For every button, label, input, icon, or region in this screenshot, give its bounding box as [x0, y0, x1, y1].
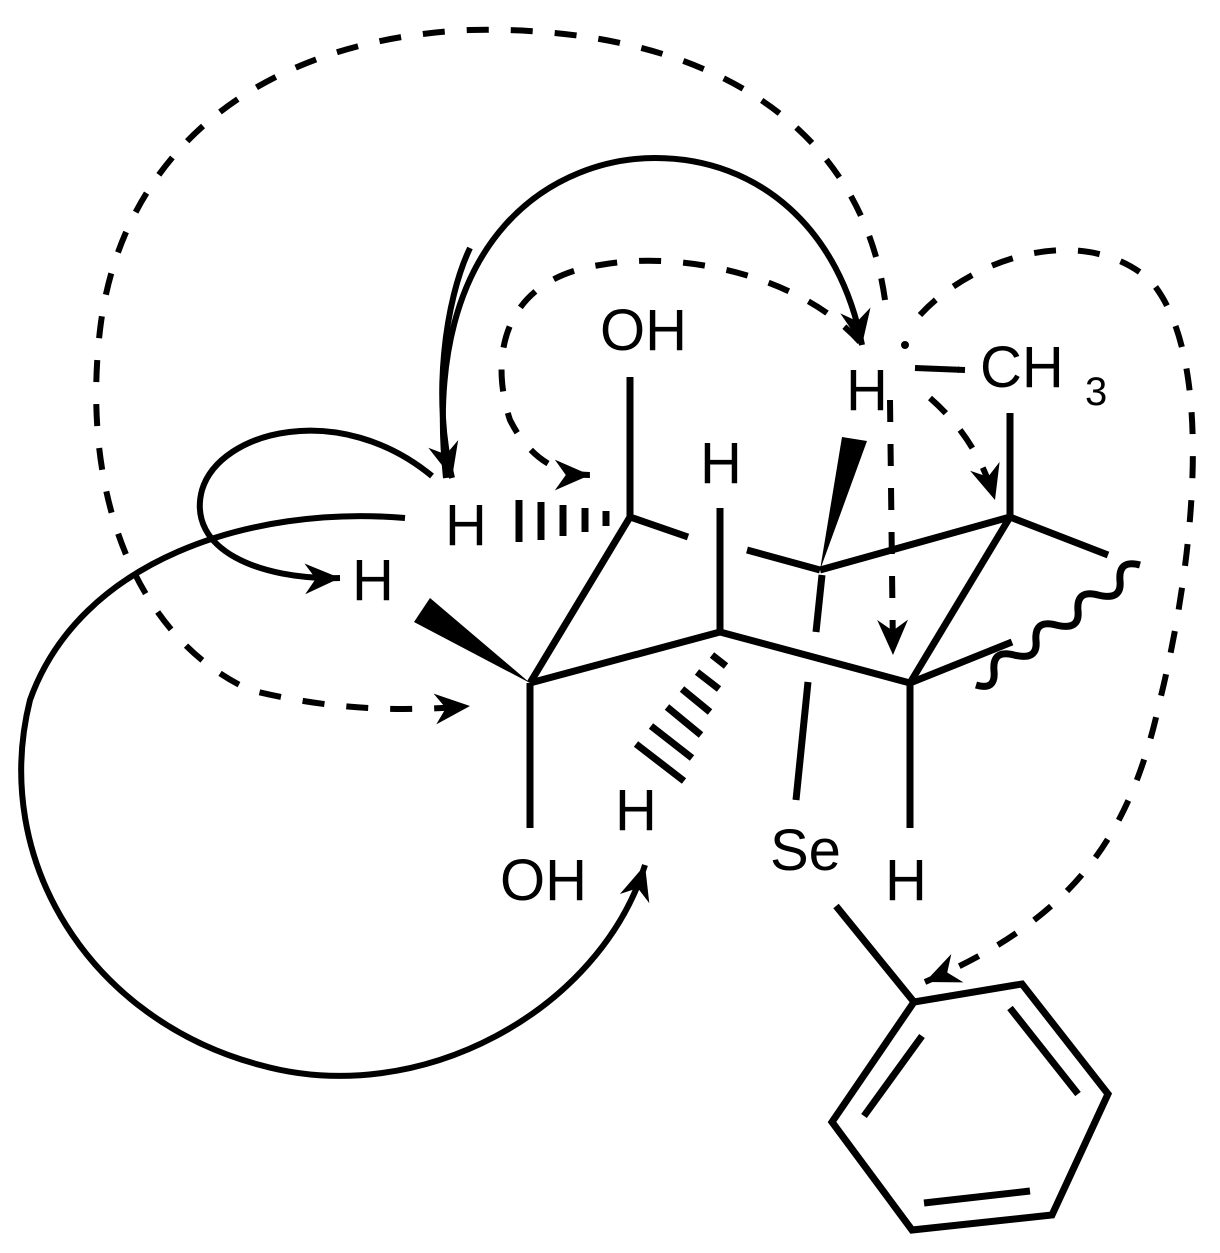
label-se: Se: [770, 818, 841, 883]
solid-arrow-loop: [196, 427, 434, 595]
bond-c4-branch: [908, 638, 1014, 687]
solid-arrow-top-arc-start: [428, 246, 473, 479]
label-ch3-subscript: 3: [1085, 370, 1107, 414]
dashed-arrow-inner: [498, 257, 863, 491]
dot-marker: [901, 341, 909, 349]
bond-se-ph: [833, 903, 917, 1005]
ring-bonds: [527, 513, 1013, 687]
dashed-arrow-ch3: [928, 395, 1000, 501]
dashed-arrow-right-loop: [917, 247, 1196, 985]
bond-c4-c5: [907, 515, 1013, 685]
bond-c3-c4: [719, 628, 911, 687]
label-oh-top: OH: [600, 298, 687, 363]
bond-c6-se-upper: [812, 574, 826, 633]
substituent-bonds: [526, 377, 1110, 1005]
phenyl-ring: [827, 980, 1113, 1234]
label-h-top-right: H: [846, 358, 888, 423]
label-h-bottom-right: H: [885, 848, 927, 913]
label-oh-bottom: OH: [500, 848, 587, 913]
bond-c5-c6: [819, 513, 1011, 574]
label-h-left-lower: H: [352, 548, 394, 613]
bond-c6-c1-part: [746, 546, 821, 574]
hash-c1-h: [515, 500, 610, 542]
bond-c1-c6-part: [628, 513, 690, 541]
dashed-arrow-outer: [93, 26, 888, 725]
label-h-mid-top: H: [700, 431, 742, 496]
wedge-c2-h: [414, 598, 530, 683]
arrow-h-to-ch3: [914, 365, 966, 374]
bond-c5-methyl: [1008, 513, 1110, 559]
bond-c6-se-lower: [792, 681, 812, 801]
bond-c1-c2: [527, 515, 633, 685]
label-h-bottom-center: H: [615, 778, 657, 843]
wedge-c6-h: [820, 437, 867, 570]
hash-c3-h: [633, 652, 729, 784]
solid-arrow-top-arc: [439, 154, 871, 479]
bond-c2-c3: [529, 628, 721, 687]
dashed-arrow-vertical: [877, 399, 908, 656]
solid-arrow-big-loop: [18, 513, 650, 1079]
label-ch3: CH: [980, 335, 1064, 400]
label-h-left-upper: H: [445, 493, 487, 558]
wavy-bond: [974, 560, 1141, 690]
